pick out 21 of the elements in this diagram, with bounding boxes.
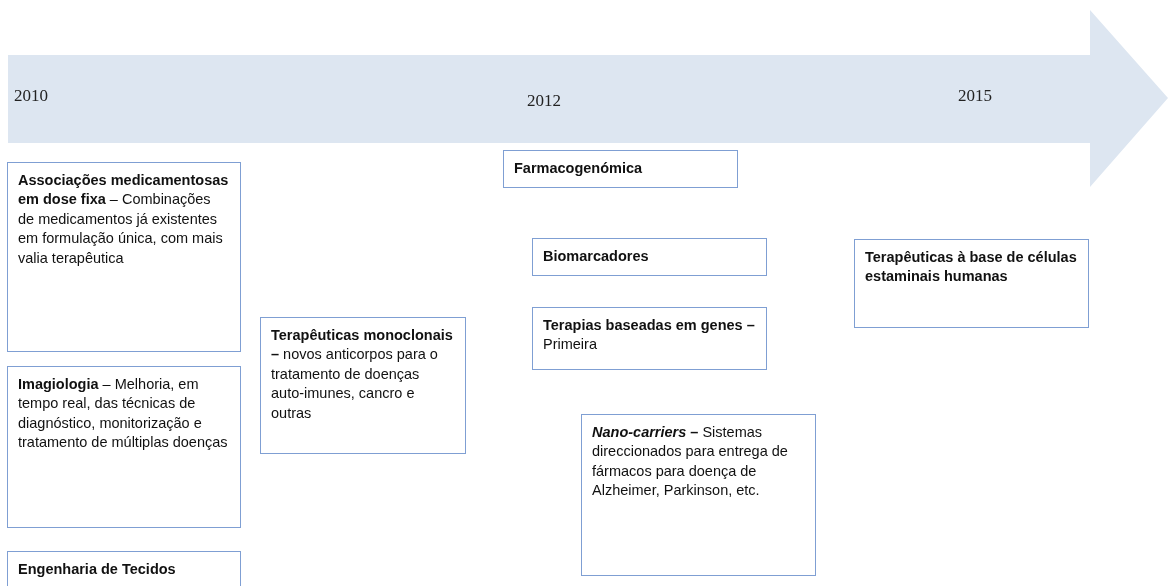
event-text: Terapias baseadas em genes – Primeira	[543, 316, 756, 355]
event-text: Terapêuticas à base de células estaminais humanas	[865, 248, 1078, 287]
event-text: Associações medicamentosas em dose fixa – Combinações de medicamentos já existentes em formulação única, com mais valia terapêutica	[18, 171, 230, 268]
year-label: 2010	[14, 86, 48, 106]
event-box	[7, 162, 241, 352]
event-text: Nano-carriers – Sistemas direccionados para entrega de fármacos para doença de Alzheimer, Parkinson, etc.	[592, 423, 789, 501]
event-box	[7, 551, 241, 586]
event-box	[7, 366, 241, 528]
event-box	[854, 239, 1089, 328]
event-box	[503, 150, 738, 188]
event-text: Biomarcadores	[543, 247, 650, 266]
event-text: Imagiologia – Melhoria, em tempo real, das técnicas de diagnóstico, monitorização e tratamento de múltiplas doenças	[18, 375, 229, 453]
event-text: Engenharia de Tecidos	[18, 560, 177, 579]
event-box	[581, 414, 816, 576]
event-box	[532, 307, 767, 370]
event-text: Farmacogenómica	[514, 159, 644, 178]
event-text: Terapêuticas monoclonais – novos anticorpos para o tratamento de doenças auto-imunes, cancro e outras	[271, 326, 454, 423]
year-label: 2015	[958, 86, 992, 106]
event-box	[260, 317, 466, 454]
event-box	[532, 238, 767, 276]
year-label: 2012	[527, 91, 561, 111]
